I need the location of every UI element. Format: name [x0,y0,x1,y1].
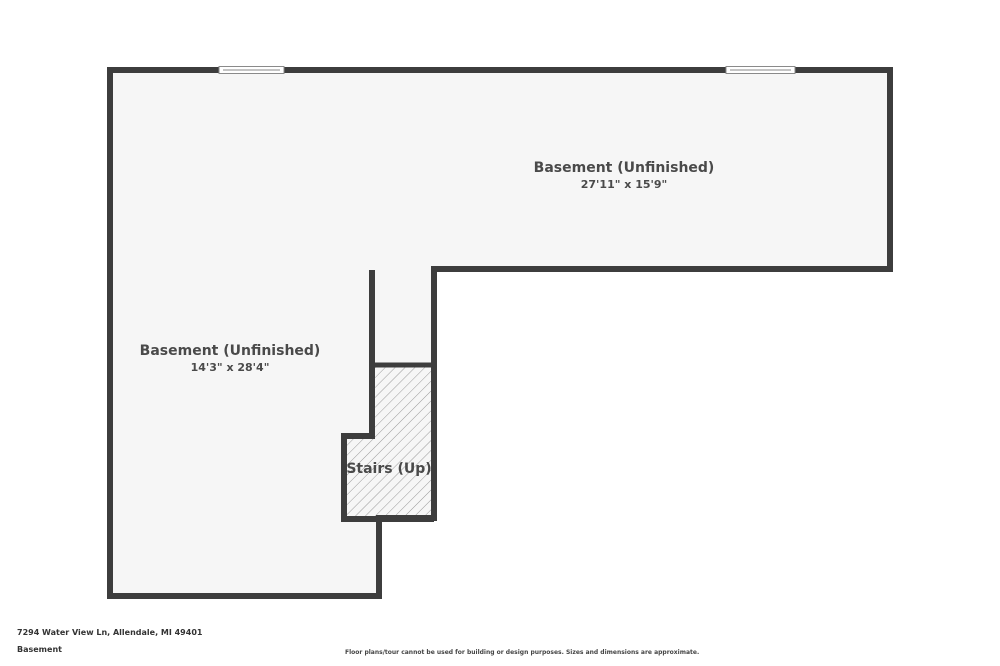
window-left [218,66,285,74]
room-dimensions-lower: 14'3" x 28'4" [191,361,270,374]
room-dimensions-upper: 27'11" x 15'9" [581,178,668,191]
window-right [725,66,796,74]
stairs-wall [341,270,434,522]
stairs-area [346,366,432,518]
floor-level-label: Basement [17,645,62,654]
stairs-label: Stairs (Up) [346,461,431,477]
floor-area [110,70,890,596]
room-name-upper: Basement (Unfinished) [534,160,715,176]
disclaimer-text: Floor plans/tour cannot be used for buil… [345,649,700,656]
room-name-lower: Basement (Unfinished) [140,343,321,359]
property-address: 7294 Water View Ln, Allendale, MI 49401 [17,628,203,637]
